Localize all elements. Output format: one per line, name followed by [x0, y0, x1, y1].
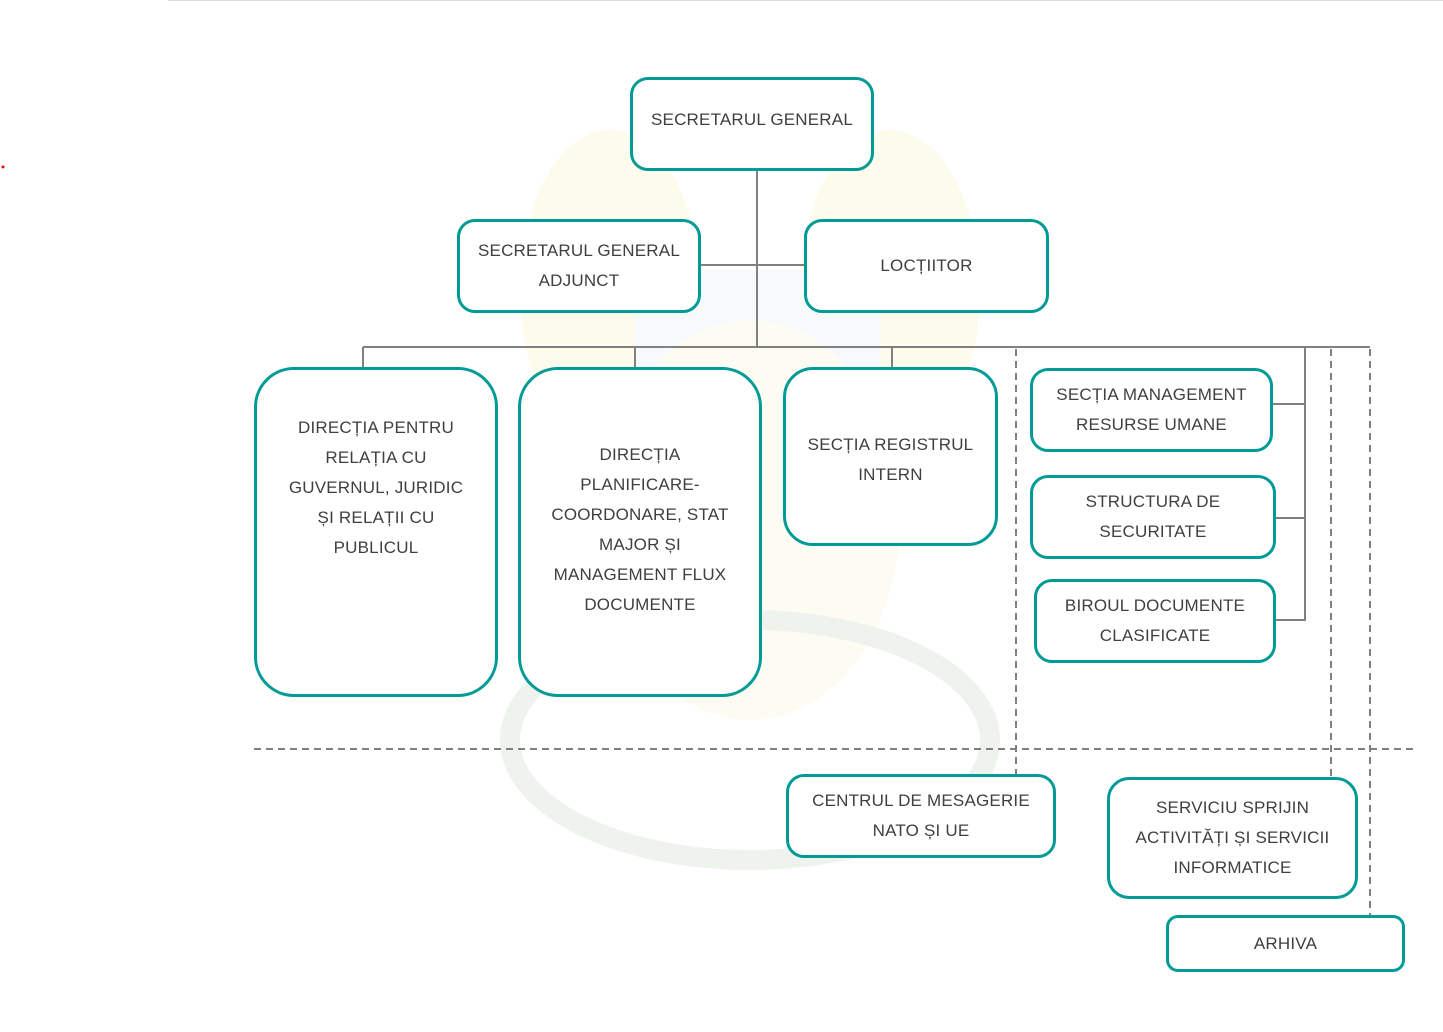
node-label: SECRETARUL GENERAL ADJUNCT — [478, 241, 680, 290]
node-label: CENTRUL DE MESAGERIE NATO ȘI UE — [812, 791, 1030, 840]
node-sectia-resurse-umane[interactable]: SECȚIA MANAGEMENT RESURSE UMANE — [1030, 368, 1273, 452]
node-arhiva[interactable]: ARHIVA — [1166, 915, 1405, 972]
node-loctiitor[interactable]: LOCȚIITOR — [804, 219, 1049, 313]
node-structura-securitate[interactable]: STRUCTURA DE SECURITATE — [1030, 475, 1276, 559]
node-label: ARHIVA — [1253, 933, 1318, 953]
node-label: SECȚIA REGISTRUL INTERN — [807, 435, 974, 484]
node-sectia-registrul[interactable]: SECȚIA REGISTRUL INTERN — [783, 367, 998, 546]
node-label: DIRECȚIA PLANIFICARE-COORDONARE, STAT MA… — [551, 445, 729, 614]
node-label: STRUCTURA DE SECURITATE — [1085, 492, 1221, 541]
node-biroul-documente[interactable]: BIROUL DOCUMENTE CLASIFICATE — [1034, 579, 1276, 663]
node-label: SECȚIA MANAGEMENT RESURSE UMANE — [1056, 385, 1247, 434]
node-directia-relatia-guvernul[interactable]: DIRECȚIA PENTRU RELAȚIA CU GUVERNUL, JUR… — [254, 367, 498, 697]
node-label: DIRECȚIA PENTRU RELAȚIA CU GUVERNUL, JUR… — [288, 418, 464, 557]
node-label: LOCȚIITOR — [880, 256, 973, 275]
node-secretar-general[interactable]: SECRETARUL GENERAL — [630, 77, 874, 171]
node-centrul-mesagerie[interactable]: CENTRUL DE MESAGERIE NATO ȘI UE — [786, 774, 1056, 858]
node-directia-planificare[interactable]: DIRECȚIA PLANIFICARE-COORDONARE, STAT MA… — [518, 367, 762, 697]
node-secretar-general-adjunct[interactable]: SECRETARUL GENERAL ADJUNCT — [457, 219, 701, 313]
node-label: SECRETARUL GENERAL — [651, 110, 853, 129]
node-label: BIROUL DOCUMENTE CLASIFICATE — [1064, 596, 1246, 645]
node-serviciu-sprijin[interactable]: SERVICIU SPRIJIN ACTIVITĂȚI ȘI SERVICII … — [1107, 777, 1358, 899]
node-label: SERVICIU SPRIJIN ACTIVITĂȚI ȘI SERVICII … — [1135, 798, 1330, 877]
